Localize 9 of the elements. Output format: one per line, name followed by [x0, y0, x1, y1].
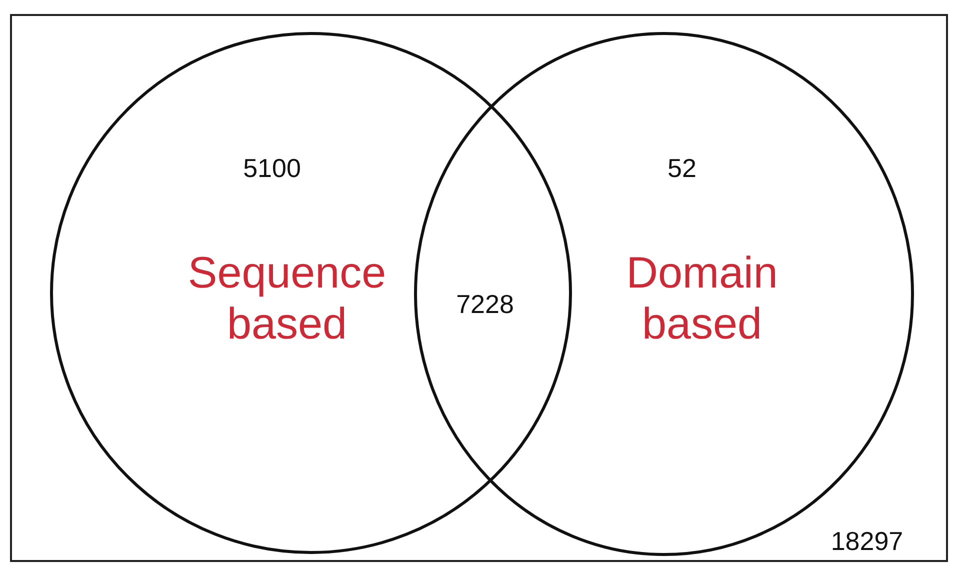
universe-box — [10, 14, 948, 562]
set-label: Domain based — [625, 248, 779, 350]
set-circle — [414, 32, 914, 556]
set-label: Sequence based — [186, 248, 388, 350]
count-label: 18297 — [830, 527, 904, 557]
set-circle — [50, 32, 572, 554]
count-label: 5100 — [243, 154, 301, 184]
count-label: 52 — [668, 154, 696, 184]
count-label: 7228 — [456, 290, 514, 320]
